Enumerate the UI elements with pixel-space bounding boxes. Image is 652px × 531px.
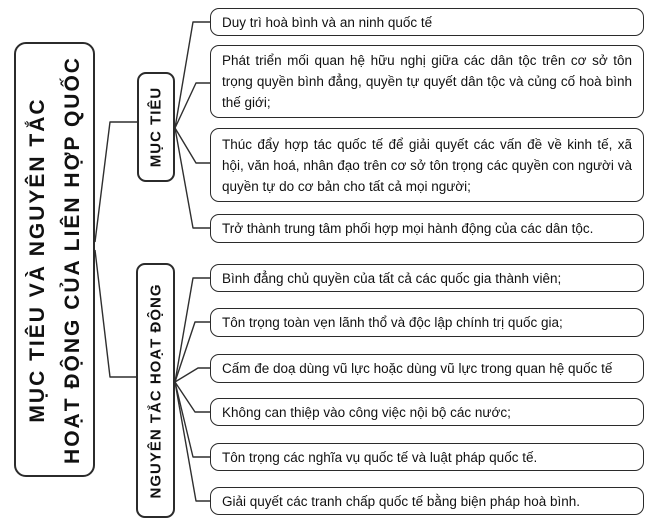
connector-muc-tieu-item-3 — [174, 127, 210, 164]
diagram-title-box: MỤC TIÊU VÀ NGUYÊN TẮC HOẠT ĐỘNG CỦA LIÊ… — [14, 42, 95, 477]
leaf-box-principle-4: Không can thiệp vào công việc nội bộ các… — [210, 398, 644, 426]
leaf-text: Trở thành trung tâm phối hợp mọi hành độ… — [222, 221, 594, 236]
group-label-nguyen-tac-hoat-dong: NGUYÊN TẮC HOẠT ĐỘNG — [147, 283, 164, 498]
leaf-text: Cấm đe doạ dùng vũ lực hoặc dùng vũ lực … — [222, 361, 613, 376]
connector-nguyen-tac-item-4 — [174, 381, 210, 413]
connector-muc-tieu-item-4 — [174, 127, 210, 229]
leaf-text: Duy trì hoà bình và an ninh quốc tế — [222, 14, 433, 30]
connector-nguyen-tac-item-6 — [174, 381, 210, 502]
connector-title-to-muc-tieu — [94, 121, 137, 243]
connector-nguyen-tac-item-3 — [174, 367, 210, 383]
leaf-box-objective-4: Trở thành trung tâm phối hợp mọi hành độ… — [210, 214, 644, 243]
connector-nguyen-tac-item-2 — [174, 321, 210, 383]
connector-title-to-nguyen-tac — [94, 249, 136, 378]
leaf-text: Không can thiệp vào công việc nội bộ các… — [222, 404, 511, 420]
leaf-box-objective-3: Thúc đẩy hợp tác quốc tế để giải quyết c… — [210, 128, 644, 202]
leaf-box-objective-1: Duy trì hoà bình và an ninh quốc tế — [210, 8, 644, 36]
group-label-muc-tieu: MỤC TIÊU — [147, 86, 165, 168]
leaf-box-principle-2: Tôn trọng toàn vẹn lãnh thổ và độc lập c… — [210, 308, 644, 337]
group-box-muc-tieu: MỤC TIÊU — [137, 72, 175, 182]
connector-muc-tieu-item-1 — [174, 21, 210, 129]
diagram-title-line1: MỤC TIÊU VÀ NGUYÊN TẮC — [25, 96, 49, 423]
leaf-box-principle-6: Giải quyết các tranh chấp quốc tế bằng b… — [210, 487, 644, 515]
connector-nguyen-tac-item-1 — [174, 277, 210, 383]
leaf-box-principle-1: Bình đẳng chủ quyền của tất cả các quốc … — [210, 264, 644, 292]
leaf-box-principle-3: Cấm đe doạ dùng vũ lực hoặc dùng vũ lực … — [210, 354, 644, 383]
leaf-text: Thúc đẩy hợp tác quốc tế để giải quyết c… — [222, 136, 632, 194]
diagram-title: MỤC TIÊU VÀ NGUYÊN TẮC HOẠT ĐỘNG CỦA LIÊ… — [20, 45, 90, 475]
connector-muc-tieu-item-2 — [174, 82, 210, 129]
leaf-text: Bình đẳng chủ quyền của tất cả các quốc … — [222, 270, 562, 286]
leaf-text: Phát triển mối quan hệ hữu nghị giữa các… — [222, 53, 632, 110]
leaf-text: Tôn trọng toàn vẹn lãnh thổ và độc lập c… — [222, 315, 563, 330]
leaf-text: Giải quyết các tranh chấp quốc tế bằng b… — [222, 493, 581, 509]
leaf-box-principle-5: Tôn trọng các nghĩa vụ quốc tế và luật p… — [210, 443, 644, 471]
leaf-text: Tôn trọng các nghĩa vụ quốc tế và luật p… — [222, 449, 538, 465]
connector-nguyen-tac-item-5 — [174, 381, 210, 458]
leaf-box-objective-2: Phát triển mối quan hệ hữu nghị giữa các… — [210, 45, 644, 118]
group-box-nguyen-tac-hoat-dong: NGUYÊN TẮC HOẠT ĐỘNG — [136, 263, 175, 518]
diagram-title-line2: HOẠT ĐỘNG CỦA LIÊN HỢP QUỐC — [60, 55, 84, 464]
